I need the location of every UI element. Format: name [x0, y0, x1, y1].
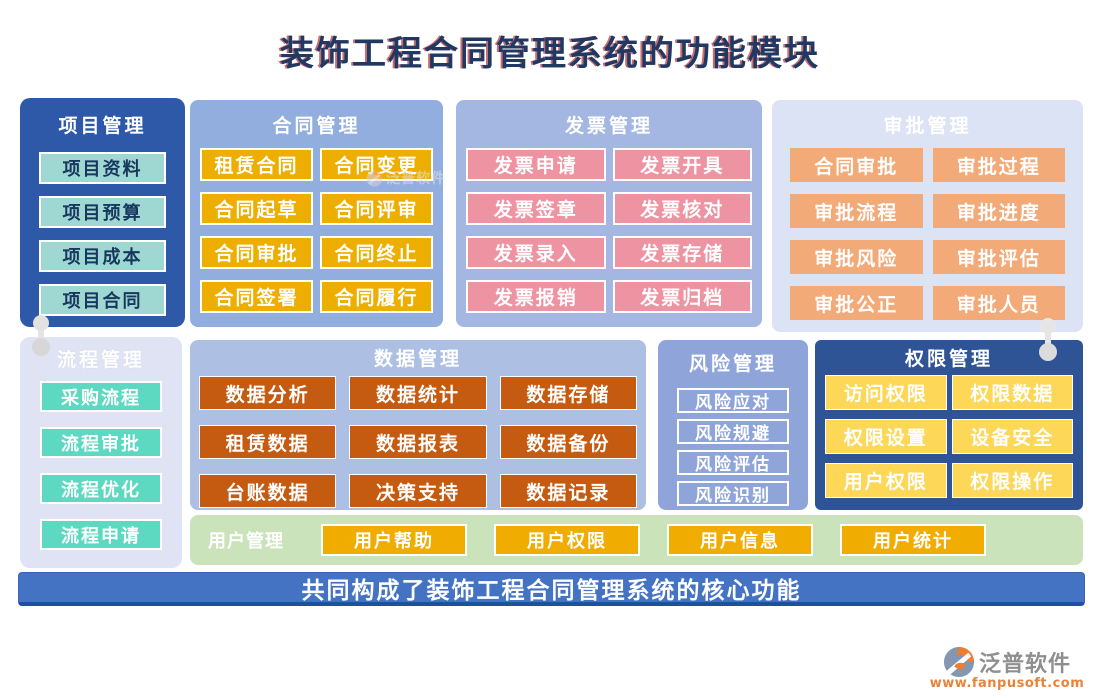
approval-item: 审批人员	[932, 286, 1065, 320]
invoice-item: 发票归档	[612, 280, 752, 313]
panel-process-title: 流程管理	[56, 349, 145, 371]
page-title: 装饰工程合同管理系统的功能模块	[280, 34, 820, 74]
process-item: 流程优化	[40, 473, 162, 504]
panel-process-management: 流程管理 采购流程 流程审批 流程优化 流程申请	[20, 337, 182, 568]
approval-item: 合同审批	[790, 148, 923, 182]
panel-invoice-management: 发票管理 发票申请 发票开具 发票签章 发票核对 发票录入 发票存储 发票报销 …	[456, 100, 762, 327]
contract-item: 合同评审	[320, 192, 433, 225]
pin-connector-right	[1035, 316, 1061, 366]
approval-item: 审批流程	[790, 194, 923, 228]
contract-item: 租赁合同	[200, 148, 313, 181]
permission-item: 权限设置	[825, 419, 947, 454]
user-item: 用户统计	[840, 524, 986, 556]
brand-url: www.fanpusoft.com	[929, 676, 1085, 691]
contract-item: 合同终止	[320, 236, 433, 269]
brand-name: 泛普软件	[978, 651, 1071, 677]
panel-approval-title: 审批管理	[883, 115, 972, 137]
panel-approval-management: 审批管理 合同审批 审批过程 审批流程 审批进度 审批风险 审批评估 审批公正 …	[772, 100, 1083, 332]
brand-logo-icon	[943, 646, 975, 678]
contract-item: 合同审批	[200, 236, 313, 269]
permission-item: 权限数据	[951, 375, 1073, 410]
process-item: 流程申请	[40, 519, 162, 550]
data-item: 数据统计	[349, 376, 487, 410]
project-item: 项目资料	[39, 152, 166, 184]
data-item: 租赁数据	[199, 425, 337, 459]
user-item: 用户权限	[494, 524, 640, 556]
brand-logo: 泛普软件 www.fanpusoft.com	[922, 646, 1092, 691]
panel-invoice-title: 发票管理	[564, 115, 653, 137]
pin-connector-left	[28, 313, 54, 361]
panel-data-title: 数据管理	[373, 348, 462, 370]
approval-item: 审批公正	[790, 286, 923, 320]
data-item: 数据分析	[199, 376, 337, 410]
project-item: 项目合同	[39, 284, 166, 316]
panel-risk-title: 风险管理	[688, 353, 777, 375]
risk-item: 风险识别	[677, 481, 789, 506]
panel-risk-management: 风险管理 风险应对 风险规避 风险评估 风险识别	[658, 340, 808, 510]
invoice-item: 发票录入	[466, 236, 606, 269]
contract-item: 合同起草	[200, 192, 313, 225]
panel-contract-title: 合同管理	[272, 115, 361, 137]
permission-item: 权限操作	[951, 463, 1073, 498]
contract-item: 合同履行	[320, 280, 433, 313]
panel-permission-title: 权限管理	[904, 348, 993, 370]
permission-item: 访问权限	[825, 375, 947, 410]
invoice-item: 发票存储	[612, 236, 752, 269]
risk-item: 风险应对	[677, 388, 789, 413]
data-item: 台账数据	[199, 474, 337, 508]
user-management-bar: 用户管理 用户帮助 用户权限 用户信息 用户统计	[190, 515, 1083, 565]
permission-item: 用户权限	[825, 463, 947, 498]
invoice-item: 发票开具	[612, 148, 752, 181]
user-bar-title: 用户管理	[208, 531, 284, 552]
approval-item: 审批进度	[932, 194, 1065, 228]
approval-item: 审批风险	[790, 240, 923, 274]
data-item: 决策支持	[349, 474, 487, 508]
panel-contract-management: 合同管理 租赁合同 合同变更 合同起草 合同评审 合同审批 合同终止 合同签署 …	[190, 100, 443, 327]
data-item: 数据存储	[499, 376, 637, 410]
pin-icon	[32, 315, 50, 356]
panel-project-management: 项目管理 项目资料 项目预算 项目成本 项目合同	[20, 98, 185, 327]
pin-icon	[1039, 318, 1057, 361]
approval-item: 审批过程	[932, 148, 1065, 182]
invoice-item: 发票报销	[466, 280, 606, 313]
data-item: 数据备份	[499, 425, 637, 459]
risk-item: 风险规避	[677, 419, 789, 444]
contract-item: 合同签署	[200, 280, 313, 313]
data-item: 数据报表	[349, 425, 487, 459]
panel-data-management: 数据管理 数据分析 数据统计 数据存储 租赁数据 数据报表 数据备份 台账数据 …	[190, 340, 646, 510]
process-item: 采购流程	[40, 381, 162, 412]
invoice-item: 发票核对	[612, 192, 752, 225]
approval-item: 审批评估	[932, 240, 1065, 274]
user-item: 用户帮助	[321, 524, 467, 556]
user-item: 用户信息	[667, 524, 813, 556]
panel-permission-management: 权限管理 访问权限 权限数据 权限设置 设备安全 用户权限 权限操作	[815, 340, 1083, 510]
permission-item: 设备安全	[951, 419, 1073, 454]
panel-project-title: 项目管理	[58, 115, 147, 137]
contract-item: 合同变更	[320, 148, 433, 181]
risk-item: 风险评估	[677, 450, 789, 475]
process-item: 流程审批	[40, 427, 162, 458]
invoice-item: 发票签章	[466, 192, 606, 225]
footer-banner: 共同构成了装饰工程合同管理系统的核心功能	[18, 572, 1085, 606]
invoice-item: 发票申请	[466, 148, 606, 181]
project-item: 项目预算	[39, 196, 166, 228]
data-item: 数据记录	[499, 474, 637, 508]
project-item: 项目成本	[39, 240, 166, 272]
